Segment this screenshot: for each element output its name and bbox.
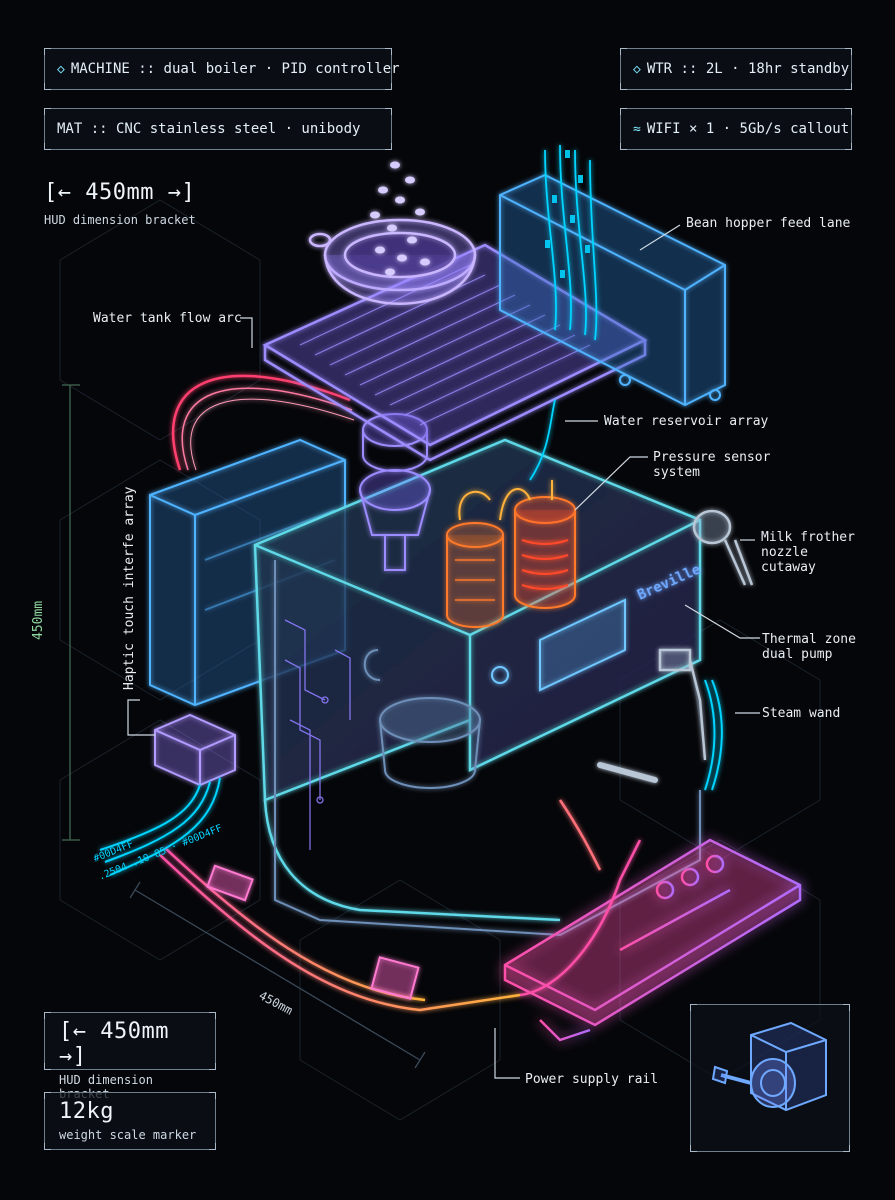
dimension-top: [← 450mm →] HUD dimension bracket (44, 180, 196, 227)
weight-value: 12kg (59, 1099, 114, 1124)
data-stream (529, 144, 598, 481)
display-panel (491, 598, 626, 692)
steam-flow (704, 679, 723, 791)
material-spec-box: MAT :: CNC stainless steel · unibody (44, 108, 392, 150)
machine-spec-box: ◇ MACHINE :: dual boiler · PID controlle… (44, 48, 400, 90)
water-tank-flow-arc (171, 374, 355, 471)
dimension-bottom-box: [← 450mm →] HUD dimension bracket (44, 1012, 216, 1101)
machine-spec-text: MACHINE :: dual boiler · PID controller (70, 61, 400, 77)
dimension-top-caption: HUD dimension bracket (44, 213, 196, 227)
height-axis-label: 450mm (31, 601, 46, 640)
callout-bean-hopper: Bean hopper feed lane (686, 216, 851, 231)
leader-lines (127, 224, 760, 1079)
wifi-spec-box: ≈ WIFI × 1 · 5Gb/s callout (620, 108, 852, 150)
inset-detail-box (690, 1004, 850, 1152)
bean-hopper-bowl (308, 218, 477, 305)
material-spec-text: MAT :: CNC stainless steel · unibody (57, 121, 361, 137)
dimension-bottom-value: [← 450mm →] (59, 1019, 169, 1069)
callout-thermal-zone: Thermal zone dual pump (762, 632, 856, 662)
water-spec-box: ◇ WTR :: 2L · 18hr standby (620, 48, 852, 90)
callout-water-tank: Water tank flow arc (93, 311, 242, 326)
weight-box: 12kg weight scale marker (44, 1092, 216, 1150)
callout-steam-wand: Steam wand (762, 706, 841, 721)
callout-water-reservoir: Water reservoir array (604, 414, 769, 429)
cyan-cable (99, 777, 221, 876)
haptic-label: Haptic touch interfe array (122, 486, 137, 690)
connector-blocks (206, 864, 420, 1000)
wifi-icon: ≈ (633, 121, 641, 137)
group-head (363, 649, 481, 789)
water-spec-text: WTR :: 2L · 18hr standby (646, 61, 850, 77)
heating-pipes (458, 480, 553, 521)
callout-power-rail: Power supply rail (525, 1072, 659, 1087)
callout-pressure-sensor: Pressure sensor system (653, 450, 771, 480)
steam-wand (597, 509, 754, 783)
dimension-top-value: [← 450mm →] (44, 180, 196, 205)
height-dimension-line (62, 384, 80, 841)
diamond-icon: ◇ (633, 61, 641, 77)
boiler-right (514, 496, 576, 609)
callout-milk-frother: Milk frother nozzle cutaway (761, 530, 855, 575)
depth-dimension-line (129, 881, 426, 1069)
wifi-spec-text: WIFI × 1 · 5Gb/s callout (646, 121, 850, 137)
coffee-beans (370, 161, 430, 276)
weight-caption: weight scale marker (59, 1128, 197, 1142)
data-glyphs (545, 150, 590, 278)
circuit-traces (284, 619, 351, 850)
depth-axis-label: 450mm (257, 988, 295, 1017)
haptic-module (154, 713, 236, 787)
pump-cutaway-icon (711, 1021, 827, 1112)
diamond-icon: ◇ (57, 61, 65, 77)
drip-tray (503, 838, 802, 1042)
boiler-left (446, 522, 504, 628)
